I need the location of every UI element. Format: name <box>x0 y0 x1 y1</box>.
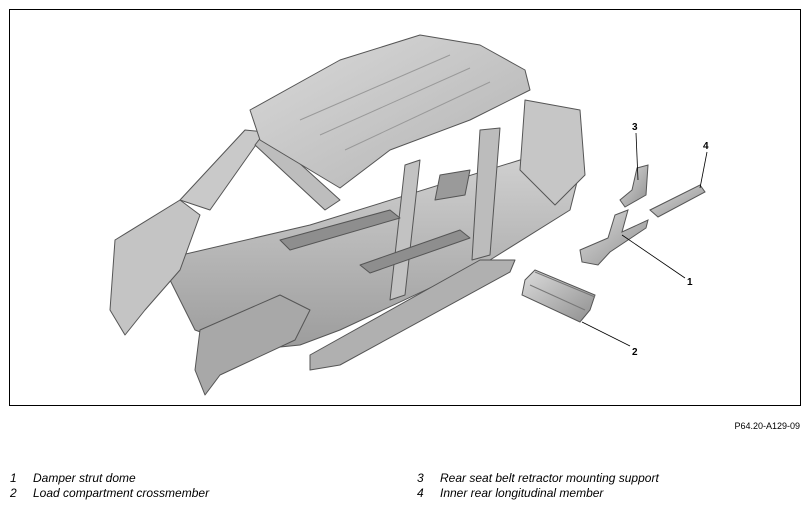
legend-number: 2 <box>10 486 17 500</box>
legend-item: 4 Inner rear longitudinal member <box>417 486 659 501</box>
part-2-load-compartment-crossmember <box>521 269 596 323</box>
legend-text: Inner rear longitudinal member <box>440 486 604 500</box>
legend-item: 2 Load compartment crossmember <box>10 486 209 501</box>
legend-text: Rear seat belt retractor mounting suppor… <box>440 471 659 485</box>
callout-2: 2 <box>632 347 638 358</box>
body-shell <box>109 34 586 396</box>
legend-item: 3 Rear seat belt retractor mounting supp… <box>417 471 659 486</box>
body-shell-illustration: 3 4 1 2 <box>109 34 709 396</box>
callout-leaders <box>581 132 708 347</box>
legend-text: Damper strut dome <box>33 471 136 485</box>
callout-4: 4 <box>703 141 709 152</box>
callout-3: 3 <box>632 122 638 133</box>
part-3-belt-retractor-support <box>619 164 649 208</box>
callout-1: 1 <box>687 277 693 288</box>
illustration-frame: 3 4 1 2 <box>9 9 801 406</box>
part-4-inner-rear-longitudinal <box>649 184 706 218</box>
legend-number: 1 <box>10 471 17 485</box>
legend-column-right: 3 Rear seat belt retractor mounting supp… <box>417 471 659 501</box>
figure-reference: P64.20-A129-09 <box>734 421 800 431</box>
legend-column-left: 1 Damper strut dome 2 Load compartment c… <box>10 471 209 501</box>
part-1-damper-strut-dome <box>579 209 649 266</box>
legend-item: 1 Damper strut dome <box>10 471 209 486</box>
legend-number: 3 <box>417 471 424 485</box>
legend-text: Load compartment crossmember <box>33 486 210 500</box>
legend-number: 4 <box>417 486 424 500</box>
